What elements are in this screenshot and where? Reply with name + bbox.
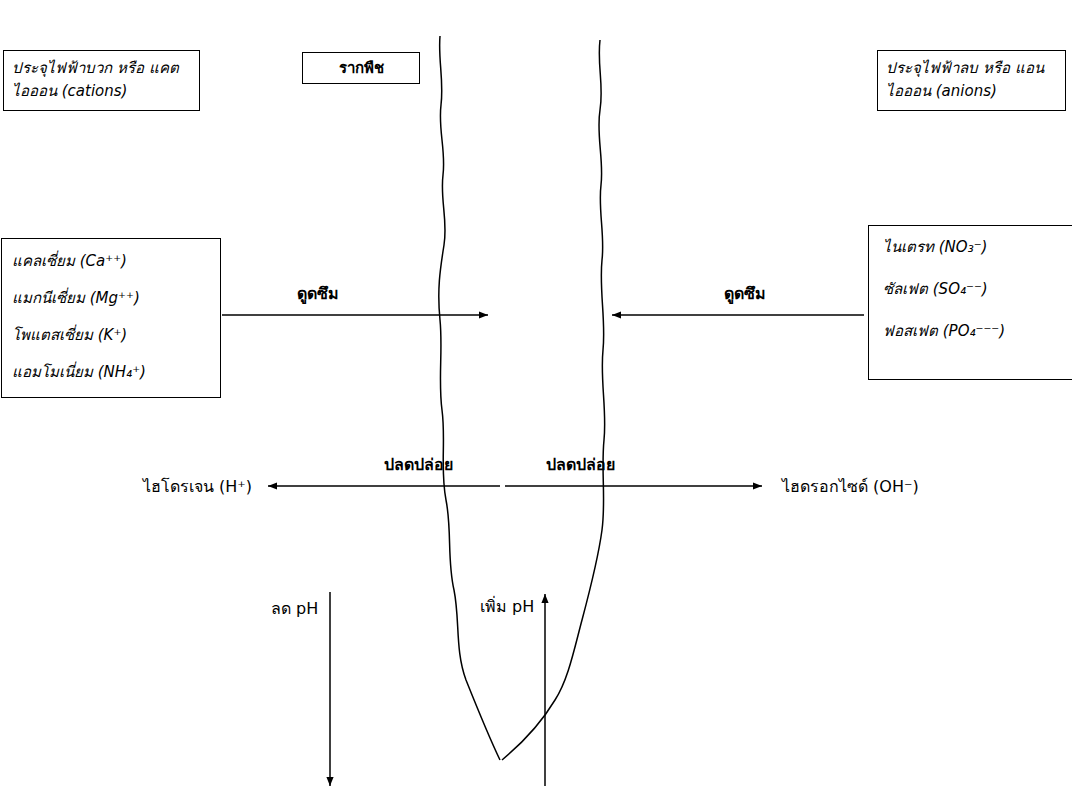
process-label: ปลดปล่อย [546,452,615,477]
node-text: ประจุไฟฟ้าลบ หรือ แอนไอออน (anions) [886,57,1057,102]
root-outline [439,36,500,760]
process-label: ปลดปล่อย [384,452,453,477]
process-label: ดูดซึม [724,281,766,306]
node-text: ไนเตรท (NO₃⁻) [883,226,1062,268]
release-arrow [268,485,500,487]
release-arrow [505,485,762,487]
root-label-box: รากพืช [302,52,420,84]
node-text: ประจุไฟฟ้าบวก หรือ แคตไอออน (cations) [12,57,191,102]
ion-label: ไฮดรอกไซด์ (OH⁻) [782,474,919,499]
node-text: แคลเซี่ยม (Ca⁺⁺) [12,243,210,280]
absorb-arrow [612,314,864,316]
ph-label: เพิ่ม pH [480,594,534,619]
ph-label: ลด pH [271,596,318,621]
node-text: แมกนีเซี่ยม (Mg⁺⁺) [12,280,210,317]
node-text: ซัลเฟต (SO₄⁻⁻) [883,268,1062,310]
cation-heading-box: ประจุไฟฟ้าบวก หรือ แคตไอออน (cations) [3,50,200,111]
node-text: ฟอสเฟต (PO₄⁻⁻⁻) [883,310,1062,352]
node-text: โพแตสเซี่ยม (K⁺) [12,317,210,354]
absorb-arrow [222,314,488,316]
cation-list-box: แคลเซี่ยม (Ca⁺⁺)แมกนีเซี่ยม (Mg⁺⁺)โพแตสเ… [1,238,221,398]
root-outline [502,40,605,760]
process-label: ดูดซึม [297,281,339,306]
anion-list-box: ไนเตรท (NO₃⁻)ซัลเฟต (SO₄⁻⁻)ฟอสเฟต (PO₄⁻⁻… [868,225,1072,380]
node-text: แอมโมเนี่ยม (NH₄⁺) [12,354,210,391]
anion-heading-box: ประจุไฟฟ้าลบ หรือ แอนไอออน (anions) [877,50,1066,111]
ph-arrow [329,592,331,786]
ph-arrow [544,594,546,786]
ion-label: ไฮโดรเจน (H⁺) [143,474,252,499]
node-text: รากพืช [311,56,411,80]
